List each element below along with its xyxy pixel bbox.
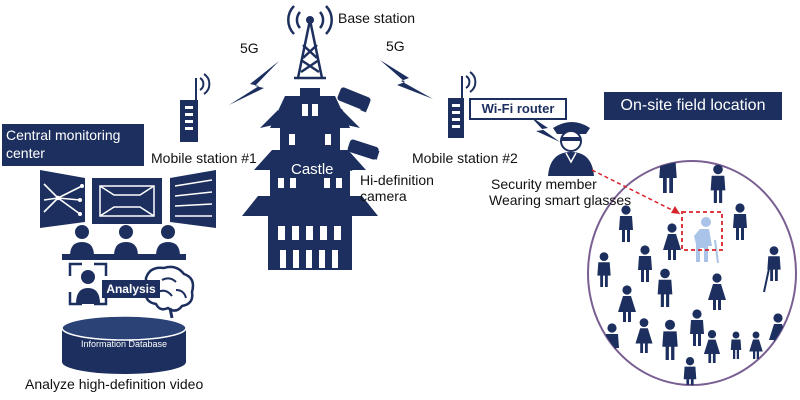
brain-icon [144, 265, 195, 319]
lightning-icon [380, 60, 433, 99]
castle-icon [242, 88, 378, 270]
elderly-person-icon [694, 217, 712, 262]
mobile-station-1-label: Mobile station #1 [151, 150, 257, 166]
antenna-tower-icon [287, 5, 333, 80]
mobile-station-icon [448, 71, 477, 138]
wifi-router-label: Wi-Fi router [469, 98, 567, 120]
analysis-label: Analysis [102, 280, 160, 298]
analyze-video-caption: Analyze high-definition video [25, 376, 204, 392]
castle-label: Castle [291, 161, 334, 178]
smart-glasses-label: Wearing smart glasses [489, 192, 632, 208]
central-monitoring-title: Central monitoring center [2, 124, 144, 166]
lightning-icon [530, 116, 560, 142]
link-5g-label: 5G [386, 38, 405, 54]
database-icon [61, 315, 187, 374]
camera-icon [347, 139, 380, 171]
camera-icon [332, 87, 371, 120]
mobile-station-2-label: Mobile station #2 [412, 150, 518, 166]
video-wall [40, 170, 216, 228]
camera-label: Hi-definition camera [360, 172, 434, 204]
database-label: Information Database [80, 339, 168, 349]
detection-link [591, 169, 681, 215]
mobile-station-icon [180, 73, 211, 142]
field-location-title: On-site field location [604, 92, 782, 120]
face-scan-icon [68, 262, 108, 306]
security-member-label: Security member [491, 176, 597, 192]
security-guard-icon [548, 122, 594, 176]
lightning-icon [229, 61, 279, 105]
operator-icon [70, 225, 180, 256]
link-5g-label: 5G [240, 40, 259, 56]
detection-box [681, 211, 723, 251]
base-station-label: Base station [338, 10, 416, 26]
